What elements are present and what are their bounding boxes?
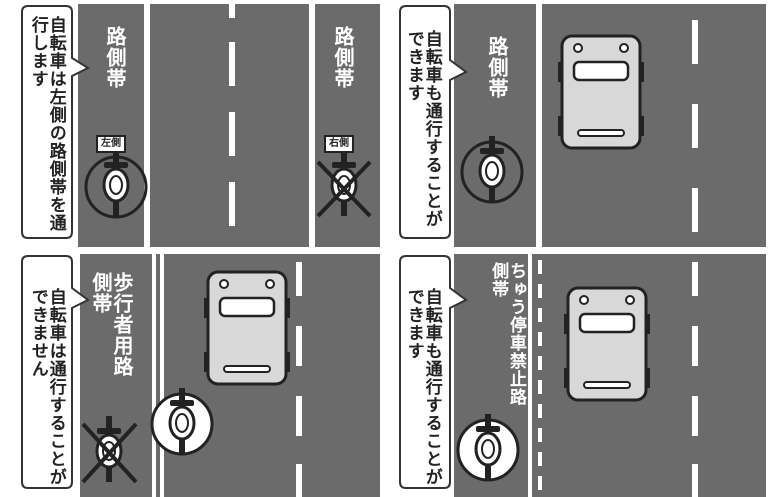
panel-left-side-roadside-strip: 自転車は左側の路側帯を通行します 路側帯 路側帯 左側 右側 xyxy=(6,4,380,247)
panel-pedestrian-roadside-strip: 自転車は通行することができません 歩行者用路側帯 xyxy=(6,254,380,497)
speech-bubble-text: 自転車は左側の路側帯を通行します xyxy=(28,16,64,236)
panel-no-stopping-roadside-strip: 自転車も通行することができます ちゅう停車禁止路側帯 xyxy=(392,254,766,497)
car xyxy=(558,36,644,148)
roadside-strip-label-right: 路側帯 xyxy=(332,26,353,89)
double-edge-line-b xyxy=(160,254,164,497)
edge-solid-line xyxy=(528,254,532,497)
solid-edge-line-left xyxy=(144,4,150,247)
double-edge-line-a xyxy=(152,254,156,497)
pedestrian-strip-label: 歩行者用路側帯 xyxy=(90,272,132,392)
panel-roadside-strip-allowed: 自転車も通行することができます 路側帯 xyxy=(392,4,766,247)
speech-bubble-text: 自転車は通行することができません xyxy=(28,288,64,488)
solid-edge-line xyxy=(536,4,542,247)
car xyxy=(204,272,290,384)
no-stopping-strip-label: ちゅう停車禁止路側帯 xyxy=(462,262,524,422)
left-side-tag: 左側 xyxy=(96,135,126,153)
center-dashed-line xyxy=(692,20,698,232)
solid-edge-line-right xyxy=(309,4,315,247)
roadside-strip-label-left: 路側帯 xyxy=(104,26,125,89)
speech-bubble-text: 自転車も通行することができます xyxy=(404,30,440,230)
roadside-strip-label: 路側帯 xyxy=(486,36,507,99)
speech-bubble-text: 自転車も通行することができます xyxy=(404,288,440,488)
car xyxy=(564,288,650,400)
panel-2-illustration xyxy=(392,4,766,247)
panel-4-illustration xyxy=(392,254,766,497)
right-side-tag: 右側 xyxy=(324,135,354,153)
